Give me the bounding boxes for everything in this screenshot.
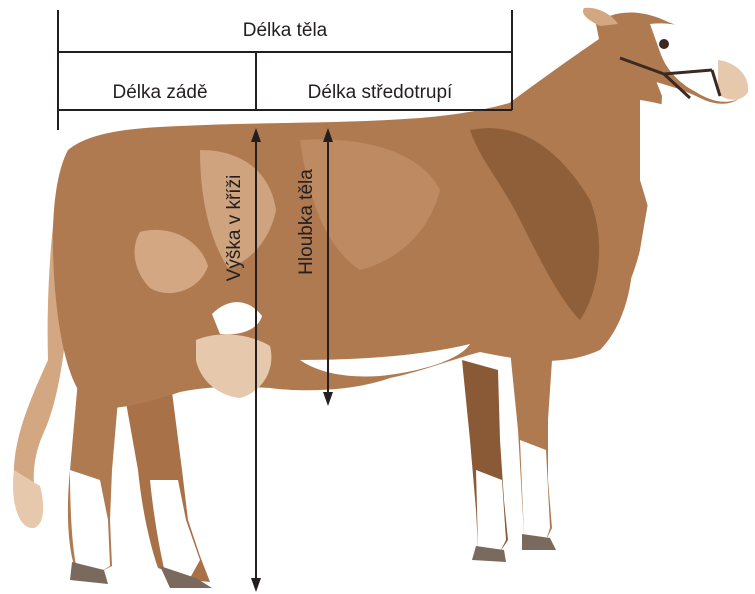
label-body-depth: Hloubka těla (296, 169, 317, 275)
height-at-sacrum-arrow-bottom (251, 578, 261, 592)
cow-eye (659, 39, 669, 49)
label-rump-length: Délka zádě (112, 82, 207, 103)
cow-muzzle (718, 60, 748, 100)
label-height-at-sacrum: Výška v kříži (224, 175, 245, 282)
cow-fore-sock-rear (476, 470, 506, 552)
label-midbody-length: Délka středotrupí (308, 82, 453, 103)
label-body-length: Délka těla (243, 20, 328, 41)
cow-fore-sock-front (520, 440, 550, 540)
cow-chest-white (640, 100, 698, 220)
cow-tail-switch (13, 470, 43, 528)
body-depth-arrow-bottom (323, 392, 333, 406)
cow-udder (196, 334, 271, 398)
